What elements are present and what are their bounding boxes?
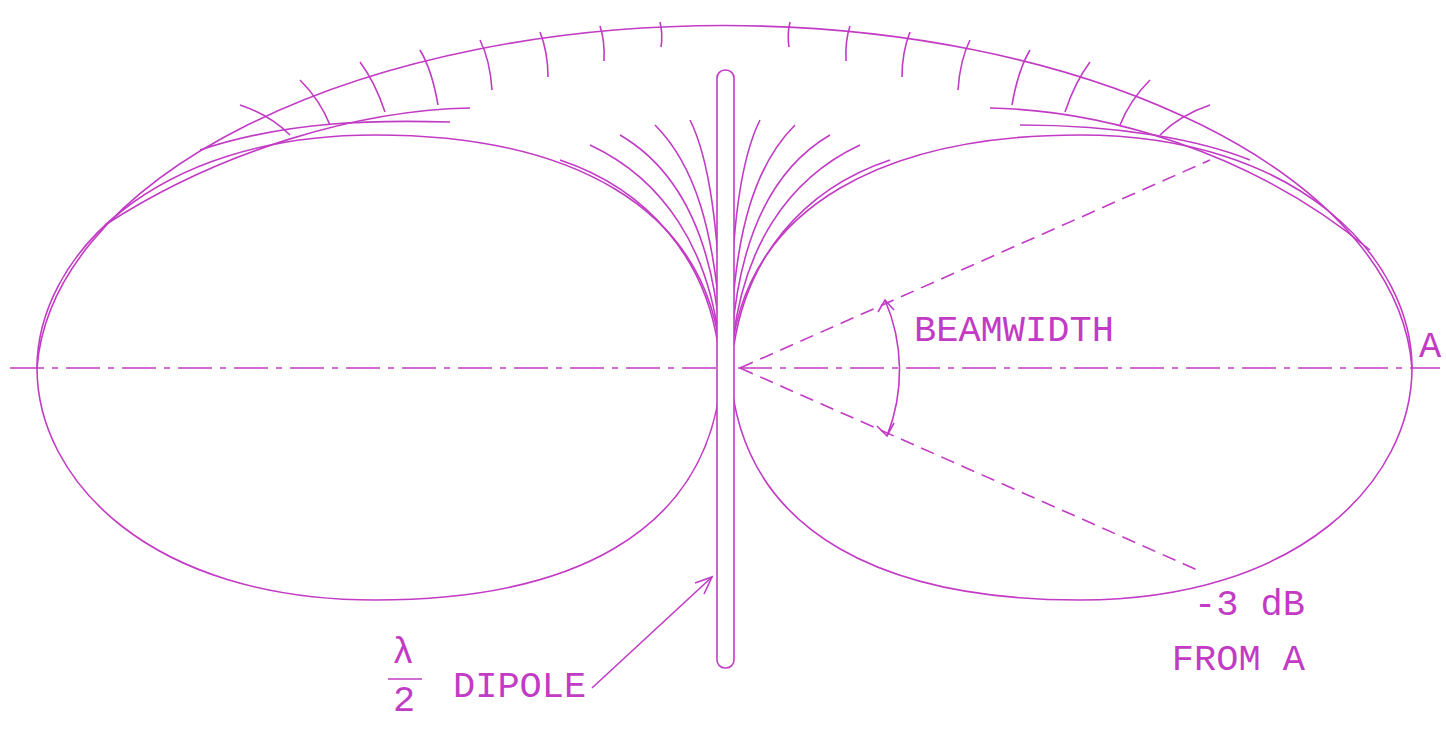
arrowhead — [695, 577, 712, 594]
arrowhead — [878, 300, 894, 312]
angle-label: BEAMWIDTH — [914, 310, 1114, 353]
dipole-rod — [717, 70, 734, 668]
level-label: -3 dB FROM A — [1155, 578, 1305, 688]
point-label: A — [1419, 326, 1441, 369]
symbol-label: 2 — [393, 680, 415, 723]
torus-contour — [990, 108, 1370, 250]
torus-contour — [105, 108, 470, 225]
part-label: DIPOLE — [453, 666, 586, 709]
leader-line — [592, 577, 712, 688]
fraction-bar — [388, 678, 422, 680]
symbol-label: λ — [392, 632, 414, 675]
beamwidth-arc — [885, 300, 900, 436]
torus-contour — [1020, 125, 1250, 160]
beam-edge — [740, 368, 1202, 572]
beam-edge — [740, 160, 1210, 368]
arrowhead — [877, 423, 894, 436]
